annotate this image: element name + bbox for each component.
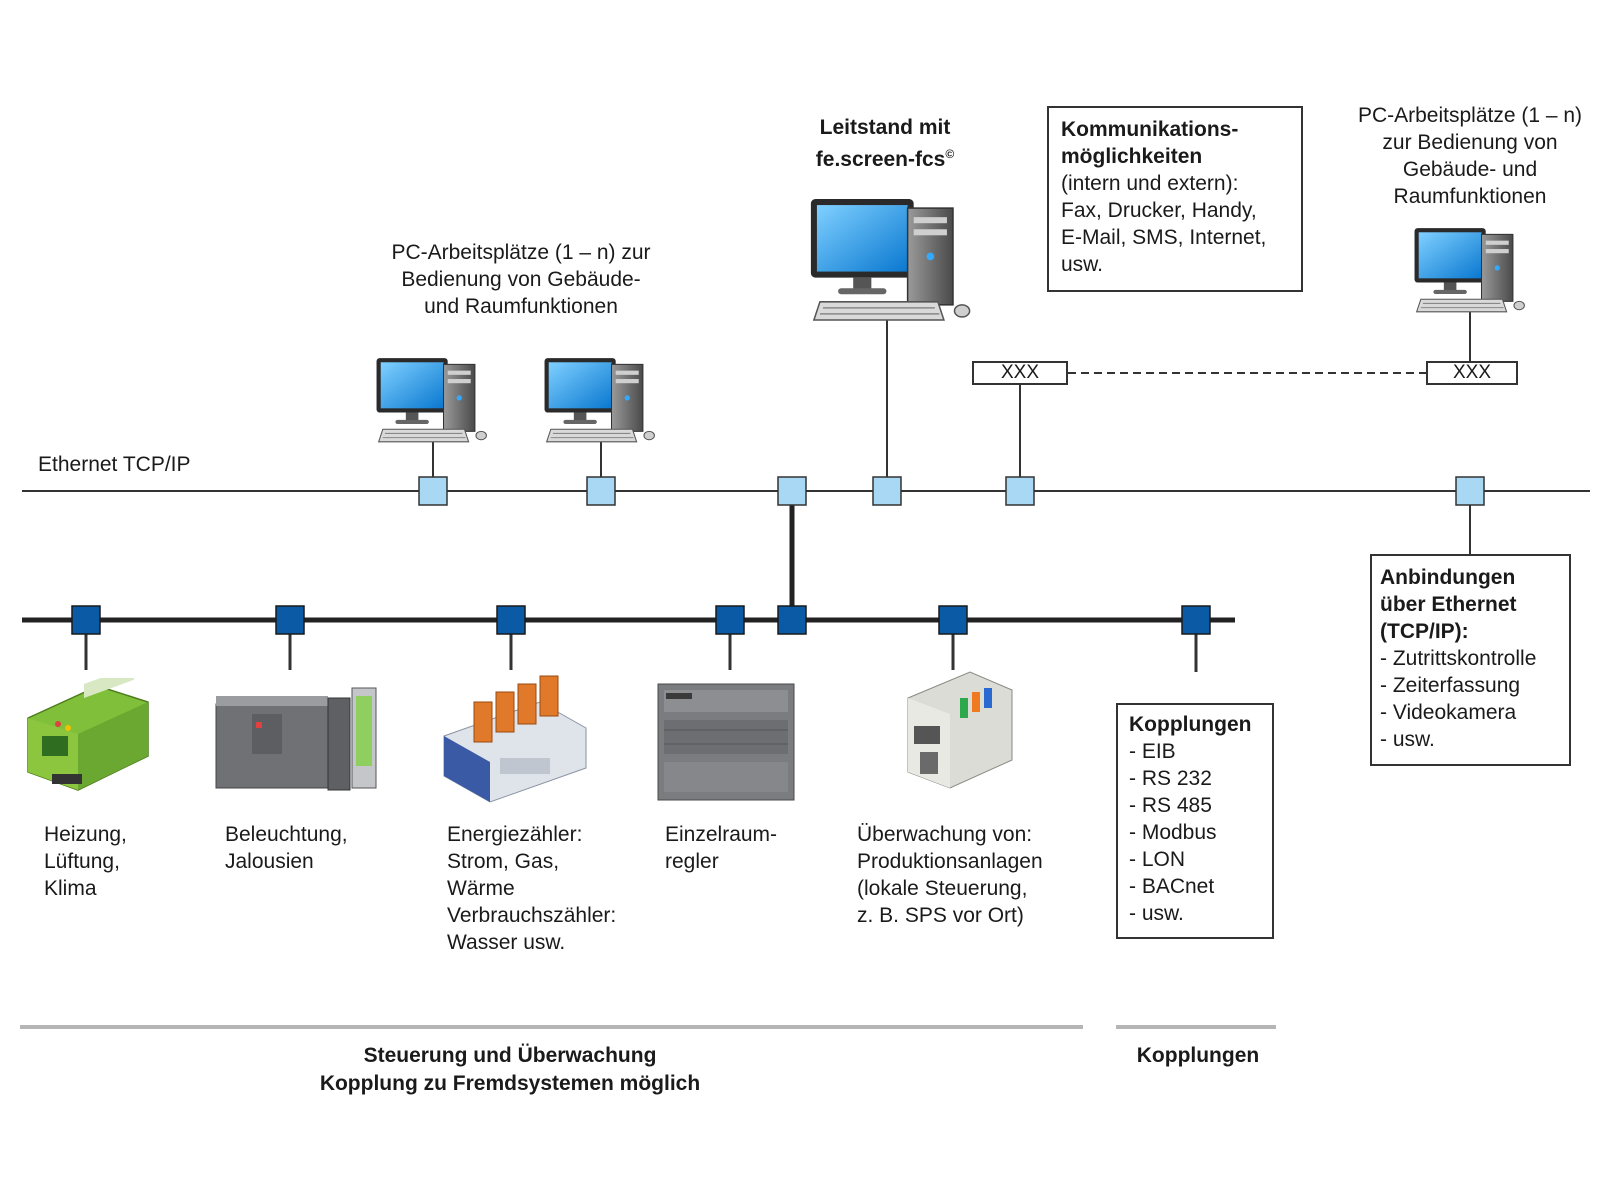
pc-group-label: PC-Arbeitsplätze (1 – n) zur Bedienung v… <box>391 241 651 318</box>
couplings-item: - EIB <box>1129 740 1176 763</box>
footer-left-line-2: Kopplung zu Fremdsystemen möglich <box>319 1072 701 1095</box>
couplings-item: - usw. <box>1129 902 1184 925</box>
communication-line: Fax, Drucker, Handy, <box>1061 199 1257 222</box>
couplings-item: - RS 232 <box>1129 767 1212 790</box>
ethernet-node <box>418 476 448 506</box>
communication-line: usw. <box>1061 253 1104 276</box>
footer-rule-left <box>20 1025 1083 1029</box>
xxx-tag-left: XXX <box>972 361 1068 385</box>
desktop-computer-icon <box>1414 227 1525 313</box>
device-label-lighting: Beleuchtung, Jalousien <box>225 823 348 873</box>
footer-left-line-1: Steuerung und Überwachung <box>363 1044 657 1067</box>
device-label-room-controller: Einzelraum- regler <box>665 823 778 873</box>
ethernet-label: Ethernet TCP/IP <box>38 453 191 476</box>
footer-right-label: Kopplungen <box>1136 1044 1260 1067</box>
ethernet-node <box>586 476 616 506</box>
bus-node <box>1181 605 1211 635</box>
bus-node <box>715 605 745 635</box>
room-controller-icon <box>657 683 795 801</box>
bus-node <box>777 605 807 635</box>
leitstand-line-1: Leitstand mit <box>819 116 951 139</box>
leitstand-label: Leitstand mit fe.screen-fcs© <box>780 114 990 173</box>
connections-title-1: Anbindungen <box>1380 566 1516 589</box>
couplings-box: Kopplungen - EIB - RS 232 - RS 485 - Mod… <box>1116 703 1274 939</box>
bus-node <box>938 605 968 635</box>
device-label-monitoring: Überwachung von: Produktionsanlagen (lok… <box>857 823 1043 927</box>
bus-node <box>71 605 101 635</box>
leitstand-line-2: fe.screen-fcs <box>815 148 946 171</box>
connections-title-2: über Ethernet <box>1380 593 1517 616</box>
energy-meter-icon <box>443 675 587 803</box>
plc-module-icon <box>215 687 377 791</box>
copyright-mark: © <box>945 147 955 161</box>
plc-module-icon <box>27 678 149 791</box>
couplings-item: - BACnet <box>1129 875 1215 898</box>
ethernet-node <box>872 476 902 506</box>
connections-title-3: (TCP/IP): <box>1380 620 1469 643</box>
connections-item: - Videokamera <box>1380 701 1517 724</box>
ethernet-node <box>1005 476 1035 506</box>
footer-left-label: Steuerung und Überwachung Kopplung zu Fr… <box>240 1042 780 1098</box>
desktop-computer-icon <box>810 198 971 321</box>
device-label-hvac: Heizung, Lüftung, Klima <box>44 823 127 900</box>
ethernet-connections-box: Anbindungen über Ethernet (TCP/IP): - Zu… <box>1370 554 1571 766</box>
communication-title-2: möglichkeiten <box>1061 145 1203 168</box>
desktop-computer-icon <box>376 357 487 443</box>
couplings-item: - Modbus <box>1129 821 1217 844</box>
connections-item: - Zeiterfassung <box>1380 674 1521 697</box>
communication-line: E-Mail, SMS, Internet, <box>1061 226 1267 249</box>
desktop-computer-icon <box>544 357 655 443</box>
ethernet-node <box>777 476 807 506</box>
ethernet-node <box>1455 476 1485 506</box>
device-label-energy: Energiezähler: Strom, Gas, Wärme Verbrau… <box>447 823 617 954</box>
couplings-item: - LON <box>1129 848 1186 871</box>
connections-item: - Zutrittskontrolle <box>1380 647 1537 670</box>
bus-coupler-icon <box>907 671 1013 789</box>
couplings-title: Kopplungen <box>1129 713 1252 736</box>
communication-line: (intern und extern): <box>1061 172 1239 195</box>
communication-title-1: Kommunikations- <box>1061 118 1239 141</box>
xxx-tag-right: XXX <box>1426 361 1518 385</box>
footer-rule-right <box>1116 1025 1276 1029</box>
connections-item: - usw. <box>1380 728 1435 751</box>
remote-pc-label: PC-Arbeitsplätze (1 – n) zur Bedienung v… <box>1357 104 1583 208</box>
bus-node <box>496 605 526 635</box>
couplings-item: - RS 485 <box>1129 794 1212 817</box>
bus-node <box>275 605 305 635</box>
communication-box: Kommunikations- möglichkeiten (intern un… <box>1047 106 1303 292</box>
